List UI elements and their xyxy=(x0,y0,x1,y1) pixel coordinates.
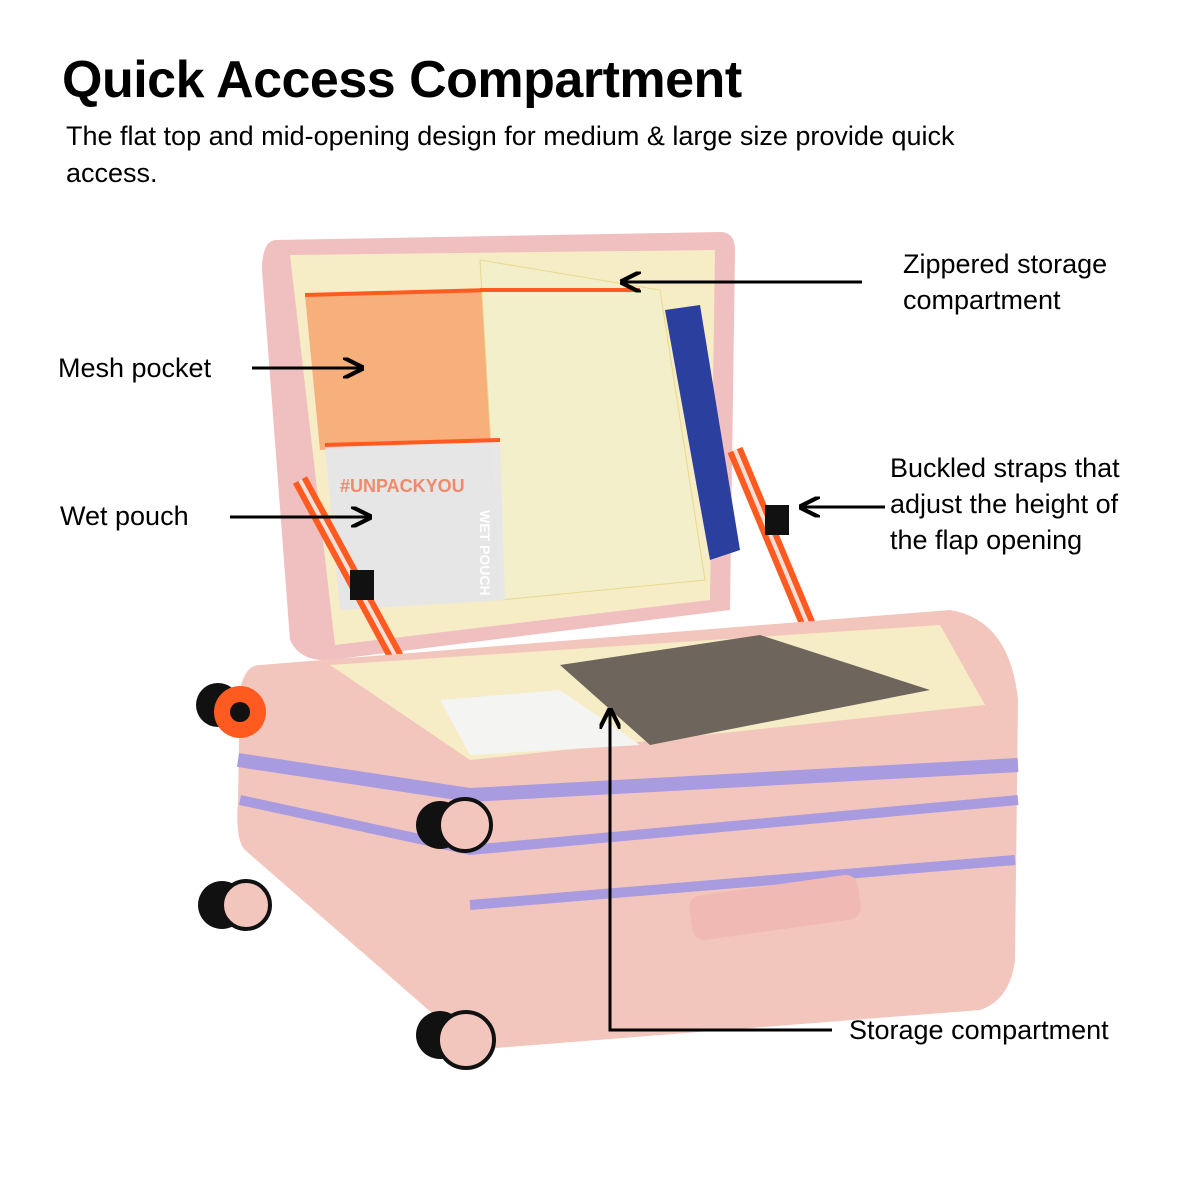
buckle-left xyxy=(350,570,374,600)
page-title: Quick Access Compartment xyxy=(62,51,742,109)
callout-storage: Storage compartment xyxy=(849,1015,1109,1045)
wheels xyxy=(196,683,496,1070)
jacket xyxy=(560,635,930,745)
wet-pouch xyxy=(325,440,505,610)
shoes xyxy=(440,690,640,755)
suitcase-base xyxy=(236,610,1019,1050)
storage-arrow xyxy=(610,712,832,1032)
callout-zippered: Zippered storage compartment xyxy=(903,249,1108,315)
pouch-tag-print: #UNPACKYOU xyxy=(340,476,465,496)
callout-straps: Buckled straps that adjust the height of… xyxy=(890,453,1120,555)
suitcase-lid: #UNPACKYOU WET POUCH xyxy=(262,232,843,724)
callout-wet: Wet pouch xyxy=(60,501,189,531)
pouch-label-print: WET POUCH xyxy=(477,510,493,596)
buckle-right xyxy=(765,505,789,535)
towel xyxy=(665,305,740,560)
callout-mesh: Mesh pocket xyxy=(58,353,212,383)
page-subtitle: The flat top and mid-opening design for … xyxy=(66,121,955,188)
purple-band-top xyxy=(236,753,1019,803)
side-handle xyxy=(689,874,861,941)
mesh-pocket xyxy=(305,290,495,450)
